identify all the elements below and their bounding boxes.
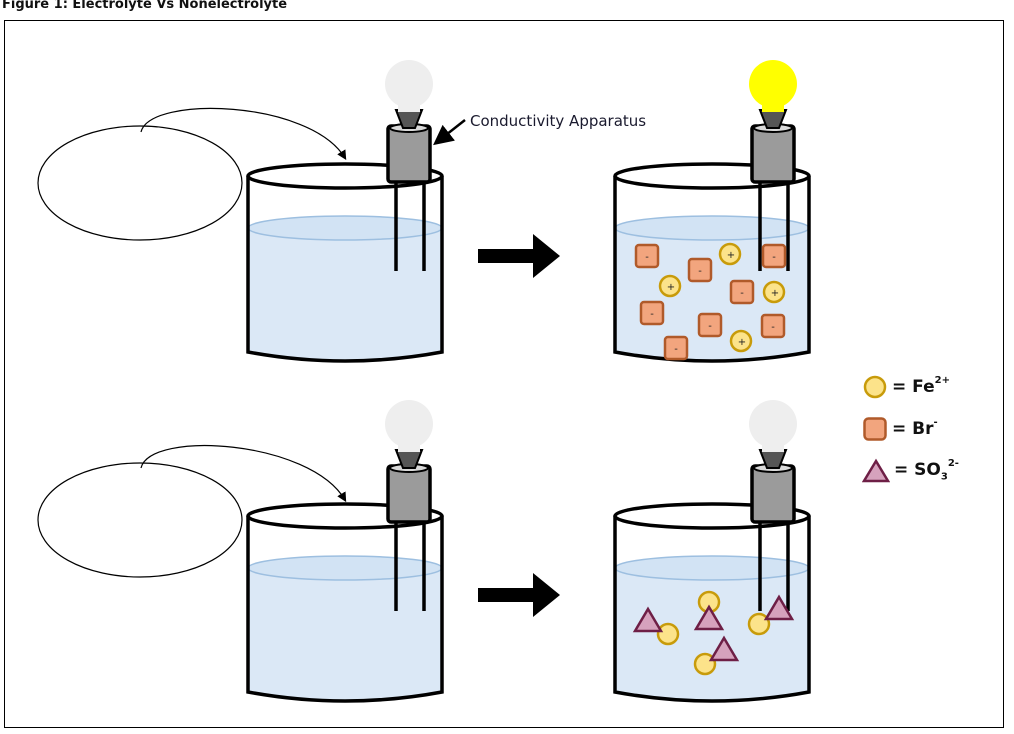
bottom-reaction-arrow bbox=[478, 573, 560, 617]
electrolyte-pointer-arrow bbox=[140, 107, 347, 161]
top-right-beaker bbox=[613, 60, 811, 363]
anion-charge-label: - bbox=[740, 288, 744, 299]
bottom-right-unlit-bulb-icon bbox=[749, 400, 797, 448]
bottom-left-solution-surface bbox=[247, 555, 443, 581]
top-left-solution bbox=[248, 228, 442, 360]
legend-charge-sulfite: 2- bbox=[947, 458, 959, 470]
bottom-left-apparatus-body bbox=[386, 464, 432, 524]
bottom-right-solution bbox=[615, 568, 809, 700]
legend-label-sulfite: = SO bbox=[894, 459, 941, 480]
top-reaction-arrow bbox=[478, 234, 560, 278]
legend-item-sulfite: = SO32- bbox=[862, 458, 959, 484]
electrolyte-solid-bubble bbox=[37, 125, 243, 241]
anion-charge-label: - bbox=[674, 344, 678, 355]
nonelectrolyte-pointer-arrow bbox=[140, 445, 347, 503]
sulfite-anion bbox=[708, 635, 740, 662]
sulfite-anion bbox=[763, 594, 795, 621]
iron-cation bbox=[656, 622, 680, 646]
top-left-bulb-neck bbox=[398, 96, 420, 112]
anion-charge-label: - bbox=[645, 252, 649, 263]
iron-cation bbox=[693, 652, 717, 676]
anion-charge-label: - bbox=[772, 252, 776, 263]
top-right-apparatus-body bbox=[750, 124, 796, 184]
bottom-left-beaker bbox=[246, 400, 444, 703]
bottom-left-unlit-bulb-icon bbox=[385, 400, 433, 448]
iron-cation bbox=[729, 329, 753, 353]
bottom-right-bulb-neck bbox=[762, 436, 784, 452]
bromide-anion bbox=[697, 312, 723, 338]
bromide-anion bbox=[663, 335, 689, 361]
iron-cation bbox=[747, 612, 771, 636]
bottom-left-beaker-wall bbox=[246, 516, 444, 703]
sulfite-anion bbox=[693, 604, 725, 631]
bromide-anion bbox=[760, 313, 786, 339]
bromide-anion bbox=[634, 243, 660, 269]
cation-charge-label: + bbox=[727, 250, 735, 261]
cation-charge-label: + bbox=[738, 337, 746, 348]
iron-cation bbox=[718, 242, 742, 266]
bromide-anion bbox=[761, 243, 787, 269]
top-left-beaker-wall bbox=[246, 176, 444, 363]
bromide-anion bbox=[687, 257, 713, 283]
bottom-right-apparatus-body bbox=[750, 464, 796, 524]
anion-charge-label: - bbox=[771, 322, 775, 333]
bottom-right-solution-surface bbox=[614, 555, 810, 581]
top-right-beaker-wall bbox=[613, 176, 811, 363]
bottom-right-beaker-rim bbox=[613, 502, 811, 530]
legend-item-iron: = Fe2+ bbox=[862, 374, 950, 400]
nonelectrolyte-solid-bubble bbox=[37, 462, 243, 578]
iron-cation bbox=[762, 280, 786, 304]
legend-square-icon bbox=[863, 417, 887, 441]
legend-item-bromide: = Br- bbox=[862, 416, 938, 442]
legend-triangle-icon bbox=[862, 458, 890, 483]
legend-subscript-sulfite: 3 bbox=[940, 471, 948, 483]
bottom-right-beaker-wall bbox=[613, 516, 811, 703]
anion-charge-label: - bbox=[708, 321, 712, 332]
top-left-beaker bbox=[246, 60, 444, 363]
apparatus-pointer-arrow bbox=[433, 119, 466, 146]
top-left-beaker-rim bbox=[246, 162, 444, 190]
conductivity-apparatus-label: Conductivity Apparatus bbox=[470, 112, 647, 130]
iron-cation bbox=[658, 274, 682, 298]
legend-label-bromide: = Br bbox=[892, 419, 934, 439]
top-right-lit-bulb-icon bbox=[749, 60, 797, 108]
legend-charge-bromide: - bbox=[933, 417, 938, 429]
top-right-beaker-rim bbox=[613, 162, 811, 190]
legend-circle-icon bbox=[863, 375, 887, 399]
figure-title: Figure 1: Electrolyte Vs Nonelectrolyte bbox=[2, 0, 288, 12]
anion-charge-label: - bbox=[650, 309, 654, 320]
bottom-right-beaker bbox=[613, 400, 811, 703]
legend-charge-iron: 2+ bbox=[934, 375, 950, 387]
legend-label-iron: = Fe bbox=[892, 377, 935, 397]
bromide-anion bbox=[729, 279, 755, 305]
bottom-left-bulb-neck bbox=[398, 436, 420, 452]
top-left-solution-surface bbox=[247, 215, 443, 241]
top-right-bulb-neck bbox=[762, 96, 784, 112]
top-right-solution-surface bbox=[614, 215, 810, 241]
cation-charge-label: + bbox=[771, 288, 779, 299]
anion-charge-label: - bbox=[698, 266, 702, 277]
top-left-apparatus-body bbox=[386, 124, 432, 184]
cation-charge-label: + bbox=[667, 282, 675, 293]
bromide-anion bbox=[639, 300, 665, 326]
sulfite-anion bbox=[632, 606, 664, 633]
top-left-unlit-bulb-icon bbox=[385, 60, 433, 108]
bottom-left-beaker-rim bbox=[246, 502, 444, 530]
figure-frame bbox=[4, 20, 1004, 728]
bottom-left-solution bbox=[248, 568, 442, 700]
